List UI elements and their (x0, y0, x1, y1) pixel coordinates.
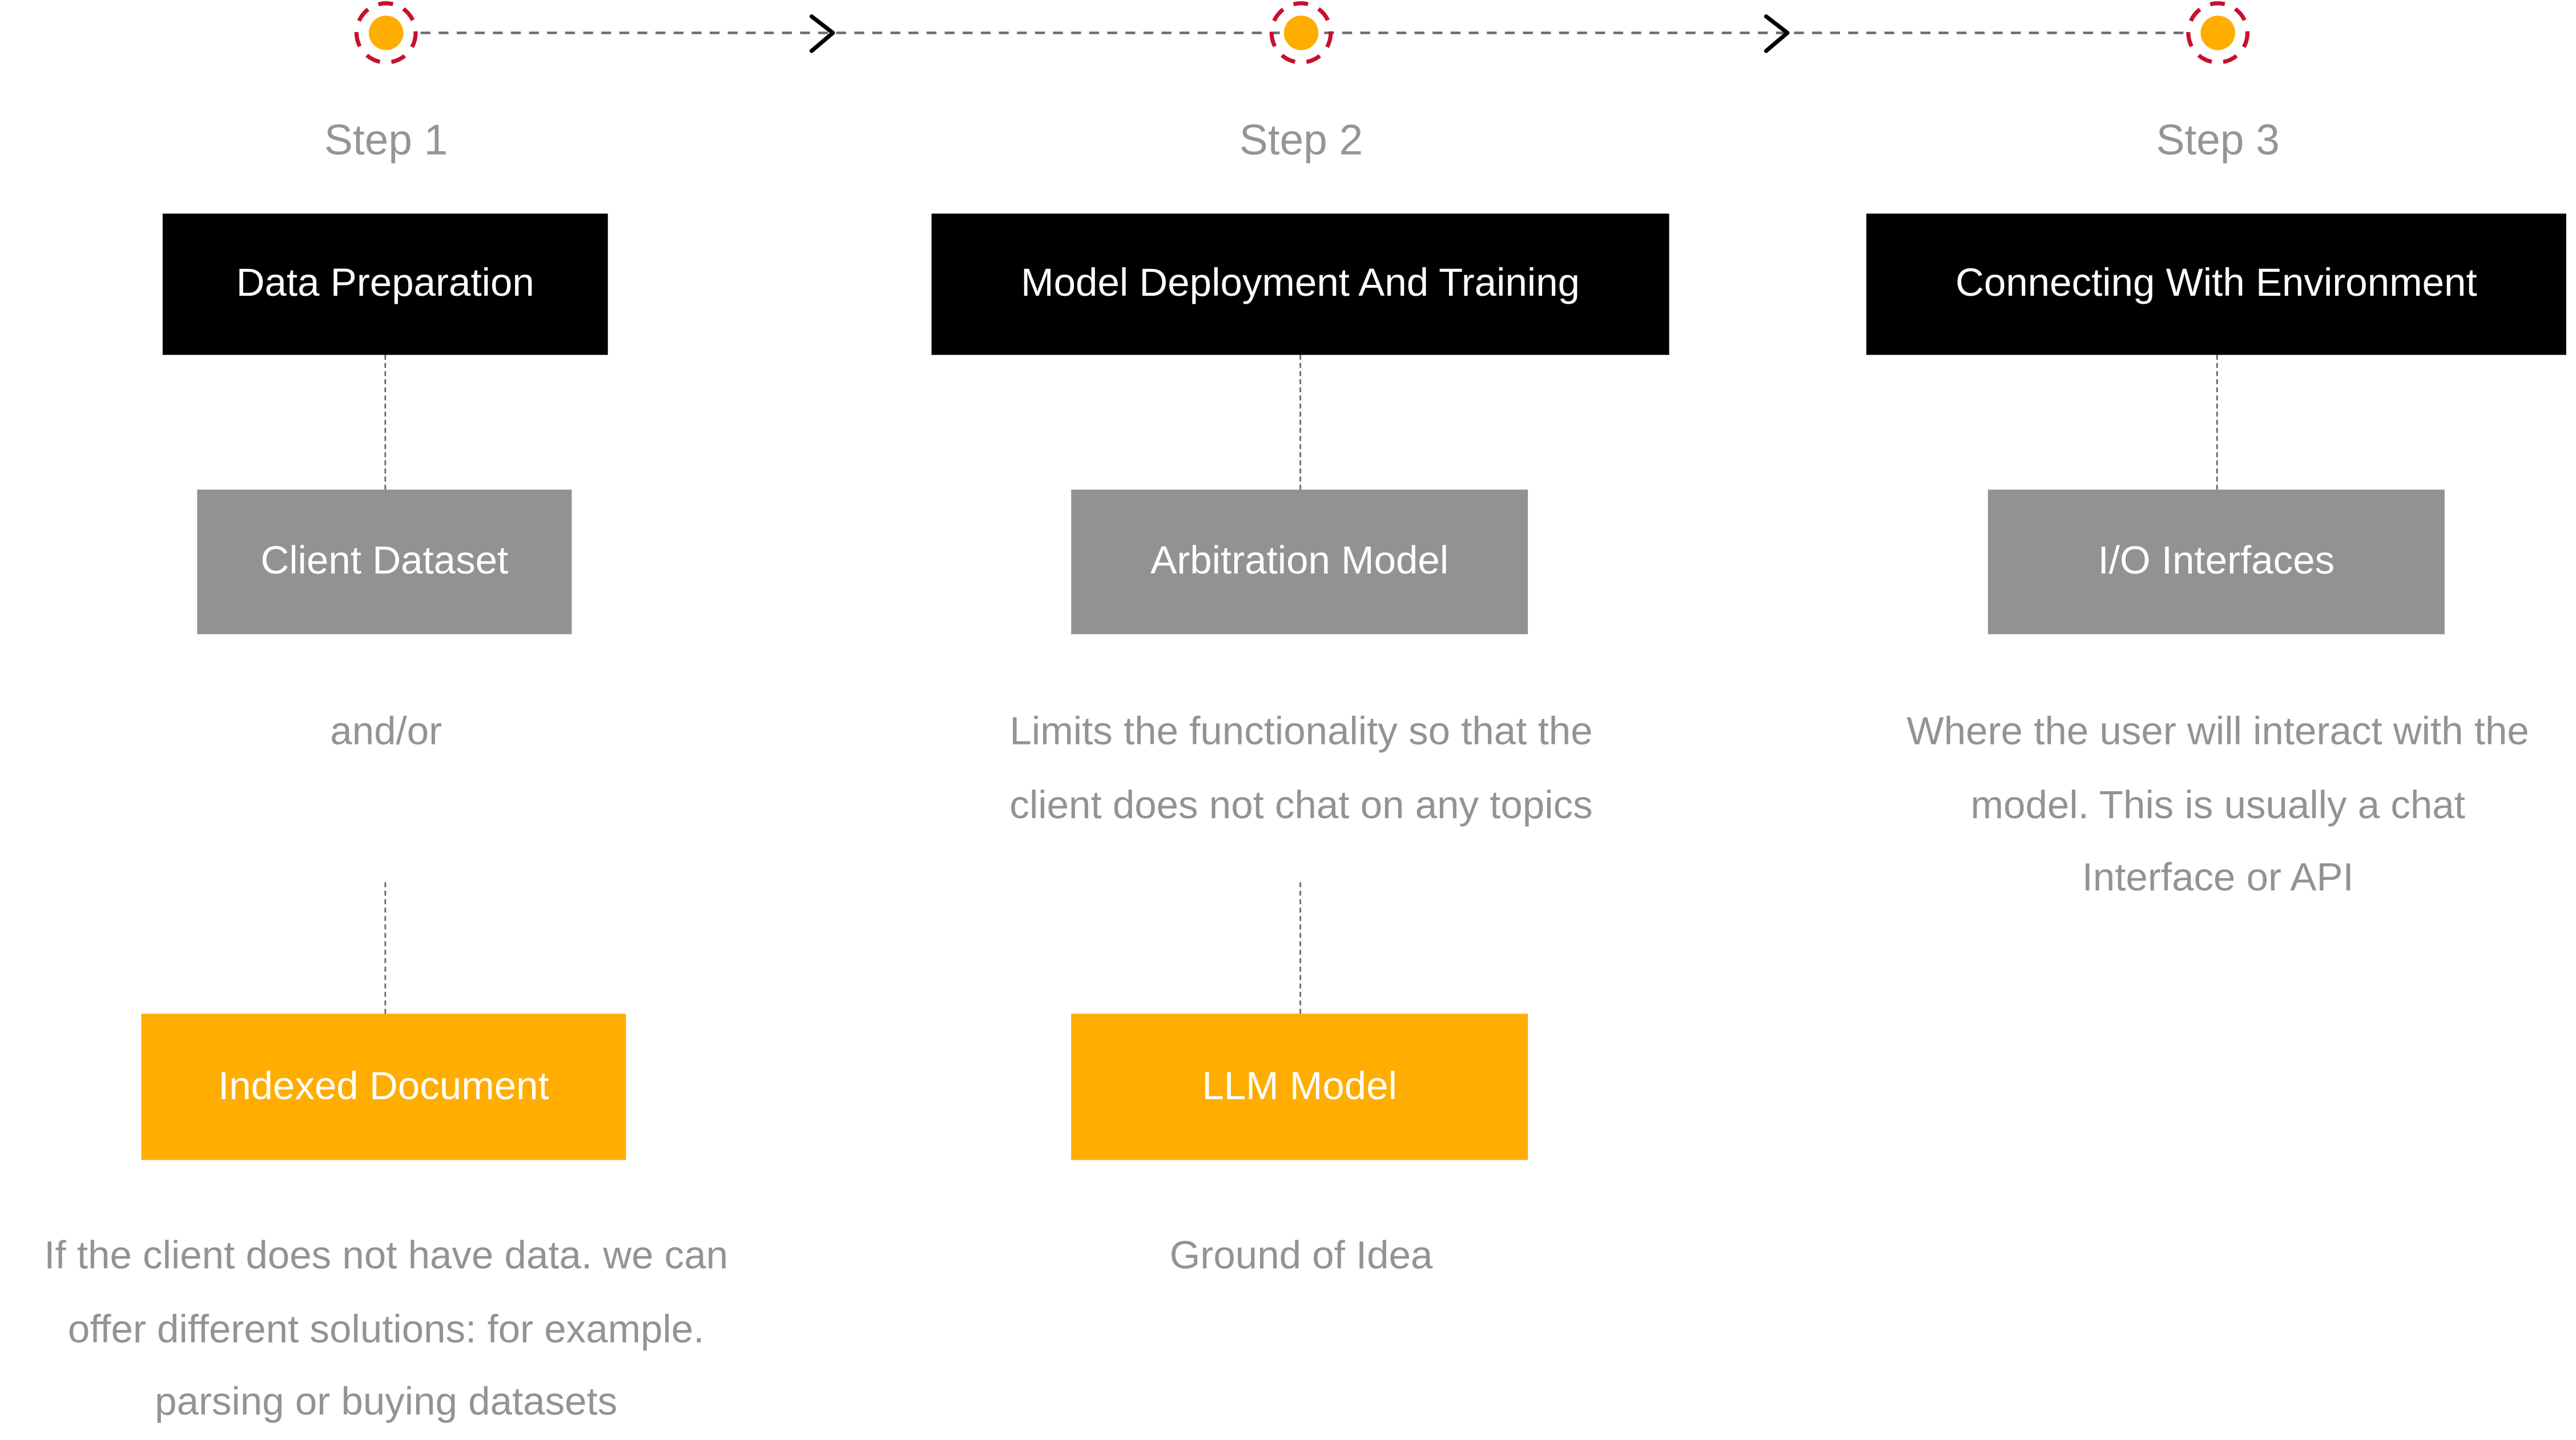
connector-line (1299, 882, 1302, 1014)
step-1-label: Step 1 (324, 115, 448, 164)
step-2-marker-icon (1269, 1, 1333, 65)
chevron-right-icon (809, 14, 835, 53)
step-1-accent-description: If the client does not have data. we can… (0, 1221, 780, 1440)
step-2-label: Step 2 (1239, 115, 1363, 164)
io-interfaces-box: I/O Interfaces (1987, 489, 2445, 634)
description-line: model. This is usually a chat (1970, 783, 2465, 827)
step-3-title-box: Connecting With Environment (1866, 214, 2566, 355)
connector-line (1299, 355, 1302, 490)
step-3-marker-icon (2186, 1, 2250, 65)
connector-line (384, 882, 387, 1014)
step-1-title-box: Data Preparation (162, 214, 608, 355)
description-line: offer different solutions: for example. (67, 1307, 705, 1351)
description-line: Ground of Idea (1169, 1234, 1433, 1278)
connector-line (384, 355, 387, 490)
llm-model-box: LLM Model (1071, 1013, 1528, 1160)
description-line: and/or (330, 710, 442, 754)
step-3-sub-description: Where the user will interact with the mo… (1824, 697, 2576, 916)
description-line: client does not chat on any topics (1009, 783, 1593, 827)
step-2-title-box: Model Deployment And Training (931, 214, 1669, 355)
step-1-marker-icon (354, 1, 418, 65)
step-2-accent-description: Ground of Idea (907, 1221, 1695, 1294)
indexed-document-box: Indexed Document (141, 1013, 626, 1160)
description-line: Limits the functionality so that the (1009, 710, 1593, 754)
timeline (354, 1, 2250, 65)
connector-line (2216, 355, 2218, 490)
step-1-sub-description: and/or (0, 697, 780, 770)
step-3-label: Step 3 (2156, 115, 2280, 164)
description-line: parsing or buying datasets (155, 1380, 618, 1425)
description-line: If the client does not have data. we can (44, 1234, 728, 1278)
client-dataset-box: Client Dataset (197, 489, 572, 634)
description-line: Interface or API (2082, 856, 2354, 900)
description-line: Where the user will interact with the (1906, 710, 2529, 754)
chevron-right-icon (1764, 14, 1790, 53)
step-2-sub-description: Limits the functionality so that the cli… (907, 697, 1695, 843)
arbitration-model-box: Arbitration Model (1071, 489, 1528, 634)
